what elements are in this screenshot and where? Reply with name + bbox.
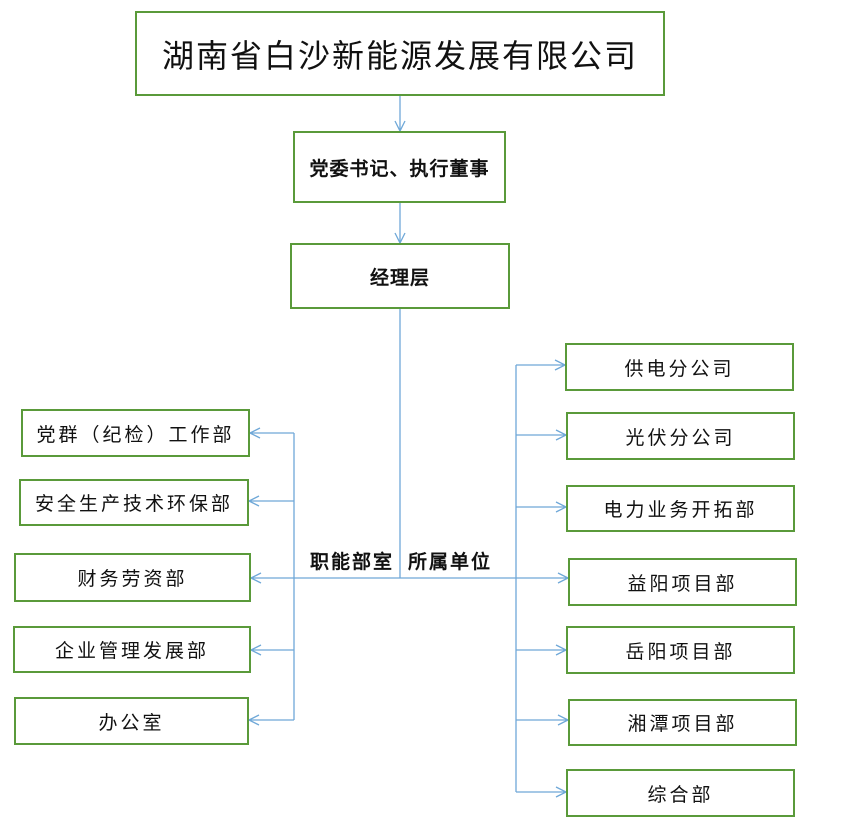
department-box-2: 安全生产技术环保部 bbox=[19, 479, 249, 526]
unit-box-4: 益阳项目部 bbox=[568, 558, 797, 606]
department-name: 财务劳资部 bbox=[77, 568, 188, 590]
department-box-5: 办公室 bbox=[14, 697, 249, 745]
unit-box-5: 岳阳项目部 bbox=[566, 626, 795, 674]
department-name: 办公室 bbox=[98, 711, 165, 734]
management-box: 经理层 bbox=[290, 243, 510, 309]
secretary-box: 党委书记、执行董事 bbox=[293, 131, 506, 203]
unit-box-2: 光伏分公司 bbox=[566, 412, 795, 460]
unit-name: 供电分公司 bbox=[624, 357, 735, 380]
unit-box-1: 供电分公司 bbox=[565, 343, 794, 391]
department-name: 党群（纪检）工作部 bbox=[36, 423, 235, 446]
department-box-4: 企业管理发展部 bbox=[13, 626, 251, 673]
company-name: 湖南省白沙新能源发展有限公司 bbox=[161, 36, 638, 75]
functional-departments-label: 职能部室 bbox=[310, 551, 395, 573]
connector-lines bbox=[249, 96, 568, 792]
unit-name: 益阳项目部 bbox=[627, 572, 738, 595]
management-title: 经理层 bbox=[369, 266, 430, 289]
department-name: 企业管理发展部 bbox=[54, 640, 209, 662]
department-box-3: 财务劳资部 bbox=[14, 553, 251, 602]
secretary-title: 党委书记、执行董事 bbox=[309, 157, 490, 180]
company-box: 湖南省白沙新能源发展有限公司 bbox=[135, 11, 665, 96]
unit-name: 岳阳项目部 bbox=[625, 640, 736, 663]
department-box-1: 党群（纪检）工作部 bbox=[21, 409, 250, 457]
unit-name: 湘潭项目部 bbox=[627, 713, 738, 735]
unit-box-3: 电力业务开拓部 bbox=[566, 485, 795, 532]
unit-box-6: 湘潭项目部 bbox=[568, 699, 797, 746]
unit-box-7: 综合部 bbox=[566, 769, 795, 817]
unit-name: 光伏分公司 bbox=[625, 426, 736, 449]
unit-name: 电力业务开拓部 bbox=[603, 499, 758, 521]
unit-name: 综合部 bbox=[647, 783, 714, 806]
department-name: 安全生产技术环保部 bbox=[34, 493, 233, 515]
affiliated-units-label: 所属单位 bbox=[408, 551, 493, 573]
